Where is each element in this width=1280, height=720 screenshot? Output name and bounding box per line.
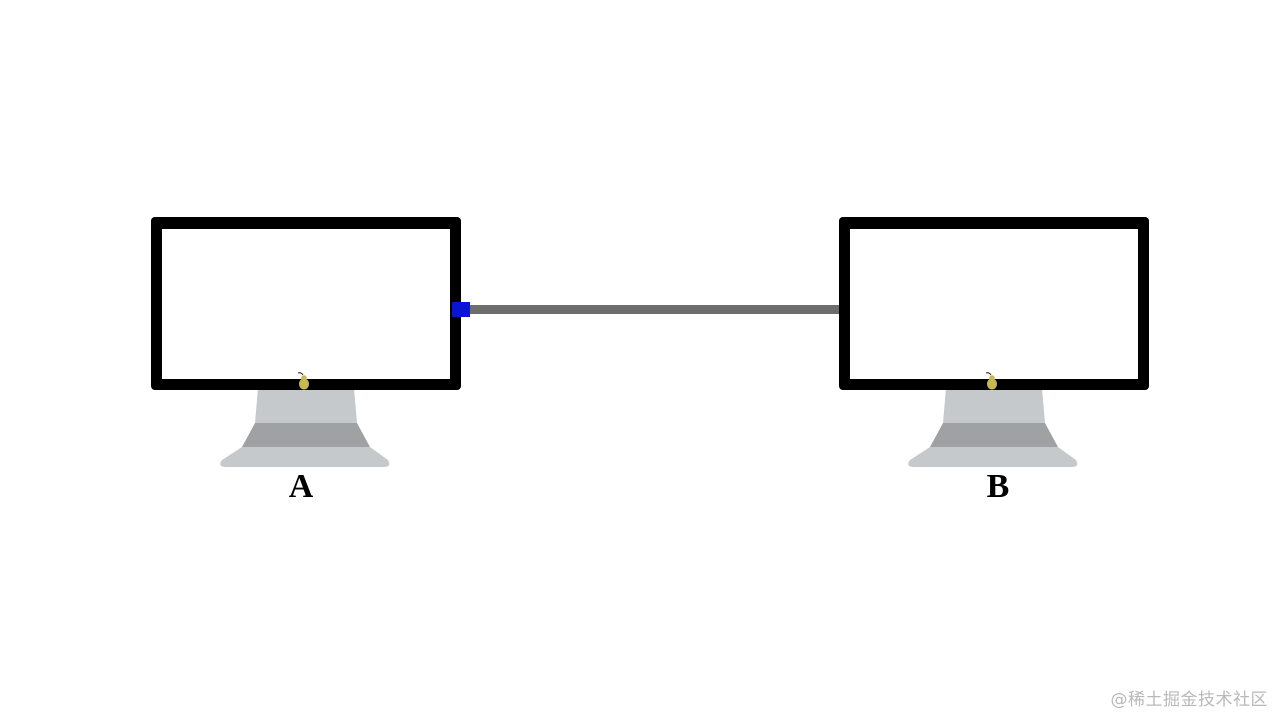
monitor-icon xyxy=(151,217,461,467)
monitor-stand-neck xyxy=(943,388,1045,423)
monitor-screen xyxy=(162,229,450,379)
monitor-stand-base xyxy=(220,447,390,467)
monitor-icon xyxy=(839,217,1149,467)
computer-b: B xyxy=(839,217,1149,505)
monitor-stand-neck xyxy=(255,388,357,423)
pear-logo-icon xyxy=(297,372,309,390)
computer-a: A xyxy=(151,217,470,505)
node-label-a: A xyxy=(289,468,314,505)
connection-cable xyxy=(464,305,842,314)
monitor-stand-mid xyxy=(930,423,1058,447)
watermark-text: @稀土掘金技术社区 xyxy=(1110,690,1268,710)
node-label-b: B xyxy=(987,468,1010,505)
monitor-screen xyxy=(850,229,1138,379)
monitor-stand-mid xyxy=(242,423,370,447)
network-port xyxy=(452,302,470,317)
monitor-stand-base xyxy=(908,447,1078,467)
pear-logo-icon xyxy=(985,372,997,390)
